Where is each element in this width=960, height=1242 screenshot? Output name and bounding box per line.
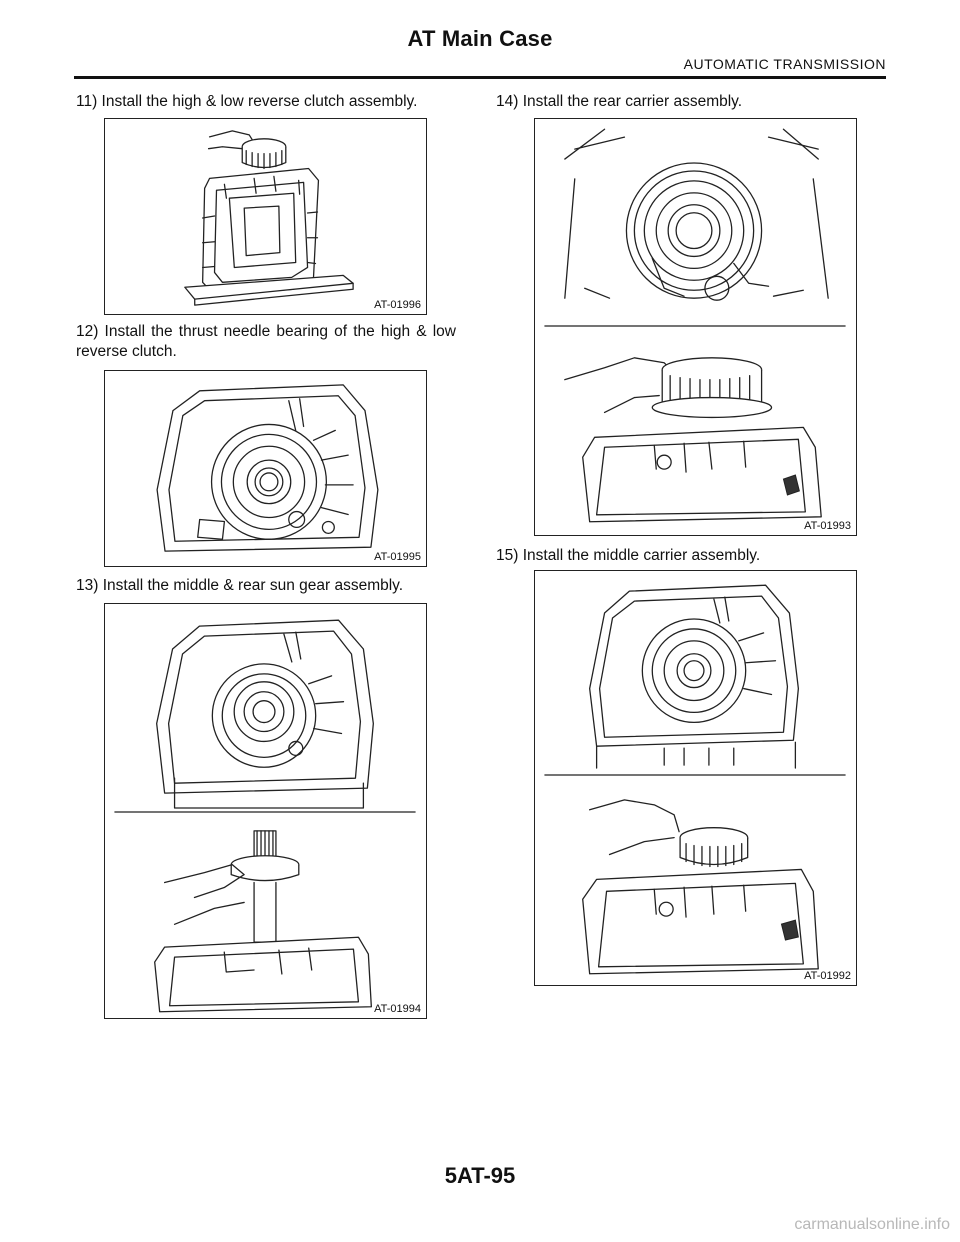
step-13-text: 13) Install the middle & rear sun gear a… bbox=[76, 577, 404, 594]
figure-code: AT-01996 bbox=[373, 299, 422, 311]
step-11-text: 11) Install the high & low reverse clutc… bbox=[76, 93, 418, 110]
figure-code: AT-01992 bbox=[803, 970, 852, 982]
thrust-bearing-illustration bbox=[156, 384, 379, 552]
page-number: 5AT-95 bbox=[444, 1163, 516, 1188]
clutch-install-illustration bbox=[184, 130, 354, 306]
figure-code: AT-01993 bbox=[803, 520, 852, 532]
step-15-text: 15) Install the middle carrier assembly. bbox=[496, 547, 761, 564]
figure-code: AT-01995 bbox=[373, 551, 422, 563]
figure-at-01992: AT-01992 bbox=[534, 570, 857, 986]
figure-at-01993: AT-01993 bbox=[534, 118, 857, 536]
header-rule bbox=[74, 76, 886, 79]
watermark: carmanualsonline.info bbox=[794, 1216, 950, 1233]
middle-carrier-illustration bbox=[544, 584, 846, 975]
figure-at-01994: AT-01994 bbox=[104, 603, 427, 1019]
rear-carrier-illustration bbox=[544, 128, 846, 523]
figure-at-01996: AT-01996 bbox=[104, 118, 427, 315]
step-12-text: 12) Install the thrust needle bearing of… bbox=[76, 323, 456, 360]
figure-at-01995: AT-01995 bbox=[104, 370, 427, 567]
figure-code: AT-01994 bbox=[373, 1003, 422, 1015]
page-title: AT Main Case bbox=[407, 26, 553, 51]
step-14-text: 14) Install the rear carrier assembly. bbox=[496, 93, 743, 110]
sun-gear-illustration bbox=[114, 619, 416, 1013]
section-title: AUTOMATIC TRANSMISSION bbox=[683, 56, 886, 72]
